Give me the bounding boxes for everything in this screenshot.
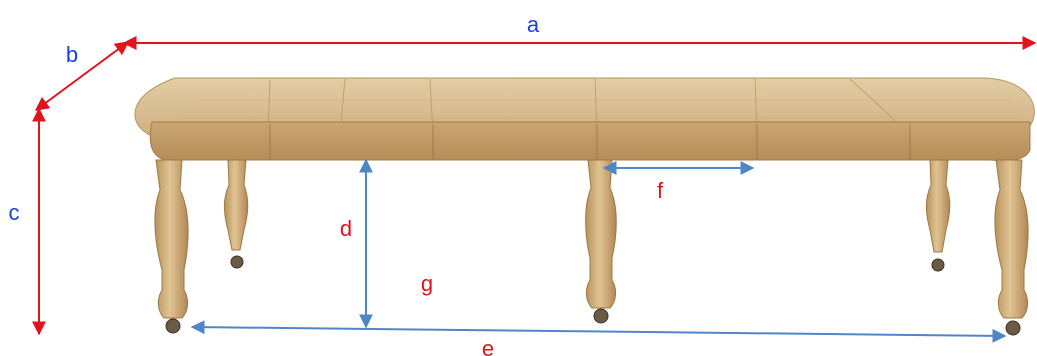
table-apron bbox=[149, 121, 1031, 162]
table-leg-back-right bbox=[925, 159, 951, 272]
red-dimension-arrows bbox=[32, 36, 1037, 336]
arrow-e-leg-span bbox=[190, 320, 1007, 343]
caster-wheel-icon bbox=[165, 318, 181, 334]
label-g: g bbox=[421, 271, 433, 296]
label-f: f bbox=[657, 178, 664, 203]
caster-wheel-icon bbox=[1005, 320, 1021, 336]
arrow-b-depth bbox=[34, 41, 130, 111]
caster-wheel-icon bbox=[931, 258, 945, 272]
blue-dimension-arrows bbox=[190, 158, 1007, 343]
table-illustration bbox=[134, 77, 1035, 336]
table-leg-front-left bbox=[154, 159, 189, 334]
table-leg-front-center bbox=[585, 159, 617, 324]
caster-wheel-icon bbox=[593, 308, 609, 324]
caster-wheel-icon bbox=[230, 255, 244, 269]
label-e: e bbox=[482, 336, 494, 356]
label-c: c bbox=[9, 200, 20, 225]
table-leg-back-left bbox=[223, 159, 249, 269]
apron-seams bbox=[269, 124, 911, 160]
table-leg-front-right bbox=[994, 159, 1029, 336]
label-d: d bbox=[340, 216, 352, 241]
label-b: b bbox=[66, 42, 78, 67]
label-a: a bbox=[527, 12, 540, 37]
